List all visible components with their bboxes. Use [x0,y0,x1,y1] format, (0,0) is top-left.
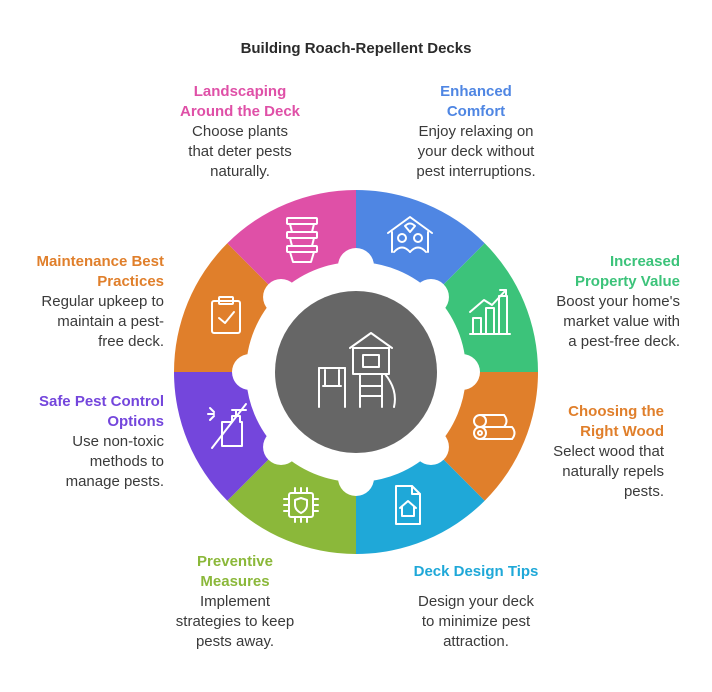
segment-notch [412,279,449,316]
growth-chart-icon [469,289,511,335]
desc-maintenance: Regular upkeep to maintain a pest- free … [41,293,164,350]
heading-design-tips: Deck Design Tips [413,563,539,580]
desc-property-value: Boost your home's market value with a pe… [556,293,680,350]
desc-safe-control: Use non-toxic methods to manage pests. [65,433,164,490]
diagram-title: Building Roach-Repellent Decks [240,40,472,57]
label-maintenance: Maintenance Best Practices Regular upkee… [14,252,164,352]
segment-notch [263,279,300,316]
heading-property-value: Increased Property Value [574,253,680,290]
shield-chip-icon [283,487,319,523]
family-home-icon [387,216,433,253]
center-hub [275,291,437,453]
label-enhanced-comfort: Enhanced Comfort Enjoy relaxing on your … [396,82,556,182]
stacked-pots-icon [286,217,318,263]
desc-design-tips: Design your deck to minimize pest attrac… [418,593,534,650]
segment-notch [338,460,374,496]
label-safe-control: Safe Pest Control Options Use non-toxic … [14,392,164,492]
clipboard-check-icon [211,296,241,334]
desc-landscaping: Choose plants that deter pests naturally… [188,123,292,180]
segment-notch [338,248,374,284]
heading-safe-control: Safe Pest Control Options [38,393,164,430]
segment-notch [444,354,480,390]
playhouse-icon [318,332,396,408]
segment-notch [263,428,300,465]
label-right-wood: Choosing the Right Wood Select wood that… [528,402,664,502]
wood-logs-icon [473,414,516,440]
desc-enhanced-comfort: Enjoy relaxing on your deck without pest… [416,123,536,180]
heading-maintenance: Maintenance Best Practices [36,253,164,290]
heading-enhanced-comfort: Enhanced Comfort [440,83,512,120]
spray-bottle-icon [207,403,247,449]
heading-right-wood: Choosing the Right Wood [568,403,664,440]
segment-safe-control [174,372,279,501]
label-property-value: Increased Property Value Boost your home… [528,252,680,352]
segment-maintenance [174,243,279,372]
segment-notch [412,428,449,465]
label-preventive: Preventive Measures Implement strategies… [154,552,316,652]
desc-right-wood: Select wood that naturally repels pests. [553,443,664,500]
desc-preventive: Implement strategies to keep pests away. [175,593,295,650]
house-document-icon [395,485,421,525]
segment-preventive [227,449,356,555]
heading-preventive: Preventive Measures [197,553,273,590]
segment-notch [232,354,268,390]
label-design-tips: Deck Design Tips Design your deck to min… [398,562,554,652]
heading-landscaping: Landscaping Around the Deck [179,83,300,120]
label-landscaping: Landscaping Around the Deck Choose plant… [160,82,320,182]
